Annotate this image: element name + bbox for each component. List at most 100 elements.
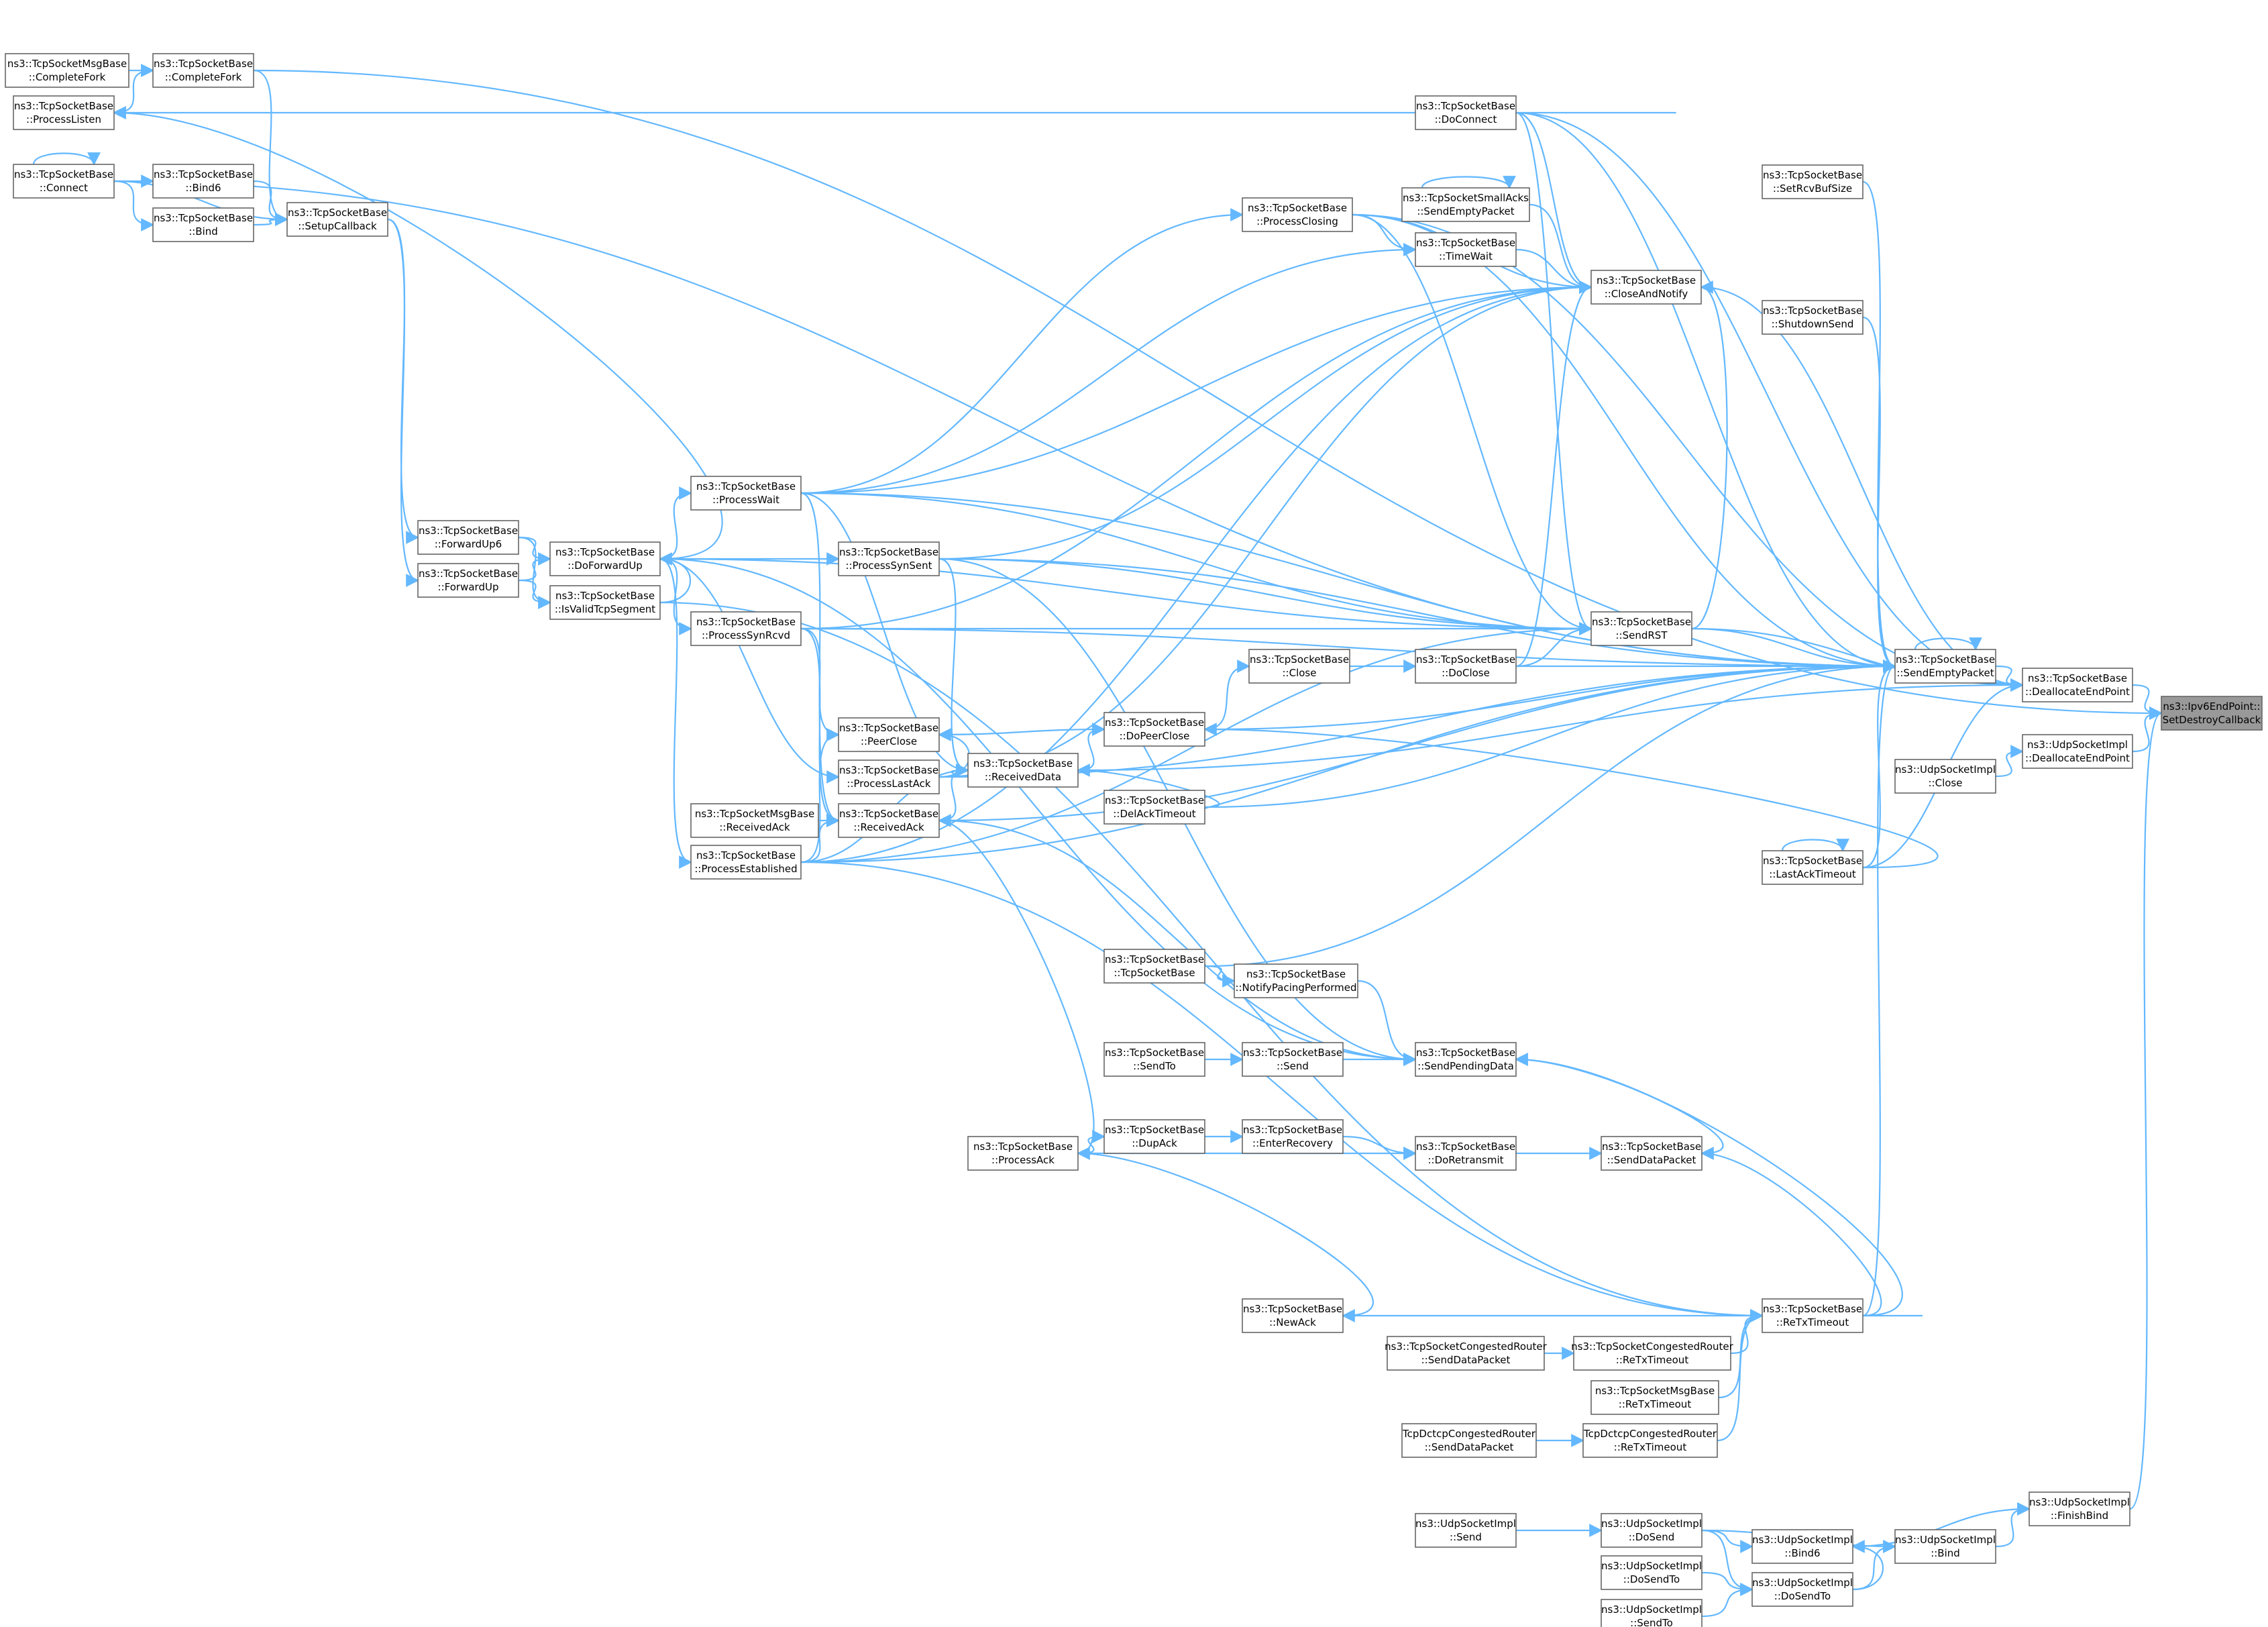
node-tcpctor[interactable]: ns3::TcpSocketBase::TcpSocketBase <box>1103 949 1205 984</box>
node-bind6[interactable]: ns3::TcpSocketBase::Bind6 <box>152 164 254 199</box>
edge-lastacktimeout-to-dopeerclose <box>1203 723 1939 869</box>
node-processclosing[interactable]: ns3::TcpSocketBase::ProcessClosing <box>1242 197 1353 232</box>
node-label-line1: ns3::TcpSocketBase <box>1896 653 1995 666</box>
node-setrcvbuf[interactable]: ns3::TcpSocketBase::SetRcvBufSize <box>1762 164 1864 199</box>
node-label-line2: ::DoRetransmit <box>1427 1154 1503 1166</box>
node-connect[interactable]: ns3::TcpSocketBase::Connect <box>13 164 115 199</box>
node-label-line2: ::SetupCallback <box>298 220 377 232</box>
node-udp_bind[interactable]: ns3::UdpSocketImpl::Bind <box>1894 1529 1996 1564</box>
node-closeandnotify[interactable]: ns3::TcpSocketBase::CloseAndNotify <box>1590 270 1702 305</box>
node-enterrecovery[interactable]: ns3::TcpSocketBase::EnterRecovery <box>1242 1119 1344 1154</box>
node-label-line2: ::ProcessAck <box>991 1154 1055 1166</box>
node-udp_finishbind[interactable]: ns3::UdpSocketImpl::FinishBind <box>2029 1491 2130 1526</box>
node-dealloc_udp[interactable]: ns3::UdpSocketImpl::DeallocateEndPoint <box>2022 734 2133 769</box>
node-udp_dosend[interactable]: ns3::UdpSocketImpl::DoSend <box>1601 1513 1703 1548</box>
node-label-line1: ns3::TcpSocketBase <box>1416 1141 1515 1153</box>
node-receiveddata[interactable]: ns3::TcpSocketBase::ReceivedData <box>967 753 1079 788</box>
node-retxtimeout[interactable]: ns3::TcpSocketBase::ReTxTimeout <box>1762 1298 1864 1333</box>
node-label-line1: ns3::TcpSocketBase <box>154 212 253 224</box>
node-sendpending[interactable]: ns3::TcpSocketBase::SendPendingData <box>1415 1042 1517 1077</box>
node-msg_retx[interactable]: ns3::TcpSocketMsgBase::ReTxTimeout <box>1590 1380 1719 1415</box>
node-label-line2: ::DoSendTo <box>1774 1590 1831 1602</box>
node-label-line1: ns3::TcpSocketBase <box>1243 1047 1342 1059</box>
node-udp_send[interactable]: ns3::UdpSocketImpl::Send <box>1415 1513 1517 1548</box>
edge-processestablished-to-sendempty <box>800 660 1896 863</box>
edge-cong_retx-to-retxtimeout <box>1730 1309 1764 1355</box>
node-udp_close[interactable]: ns3::UdpSocketImpl::Close <box>1894 759 1996 794</box>
node-doclose[interactable]: ns3::TcpSocketBase::DoClose <box>1415 649 1517 684</box>
node-newack[interactable]: ns3::TcpSocketBase::NewAck <box>1242 1298 1344 1333</box>
node-box <box>549 585 661 620</box>
node-dealloc_tcp[interactable]: ns3::TcpSocketBase::DeallocateEndPoint <box>2022 668 2133 702</box>
node-box <box>1762 1298 1864 1333</box>
edge-doforwardup-to-processlastack <box>659 558 840 784</box>
node-send[interactable]: ns3::TcpSocketBase::Send <box>1242 1042 1344 1077</box>
node-setdestroy[interactable]: ns3::Ipv6EndPoint::SetDestroyCallback <box>2161 696 2263 731</box>
node-label-line2: ::Close <box>1929 777 1963 789</box>
node-close[interactable]: ns3::TcpSocketBase::Close <box>1248 649 1350 684</box>
node-dopeerclose[interactable]: ns3::TcpSocketBase::DoPeerClose <box>1103 712 1205 747</box>
node-box <box>1582 1423 1718 1458</box>
node-receivedack[interactable]: ns3::TcpSocketBase::ReceivedAck <box>838 803 940 838</box>
node-bind[interactable]: ns3::TcpSocketBase::Bind <box>152 207 254 242</box>
node-udp_dosendto2[interactable]: ns3::UdpSocketImpl::DoSendTo <box>1601 1555 1703 1590</box>
node-box <box>838 803 940 838</box>
node-doconnect[interactable]: ns3::TcpSocketBase::DoConnect <box>1415 95 1517 130</box>
node-processsynrcvd[interactable]: ns3::TcpSocketBase::ProcessSynRcvd <box>690 611 802 646</box>
node-senddatapacket[interactable]: ns3::TcpSocketBase::SendDataPacket <box>1601 1136 1703 1171</box>
edge-doforwardup-to-processwait <box>659 486 692 560</box>
node-box <box>1401 187 1530 222</box>
node-smallacks[interactable]: ns3::TcpSocketSmallAcks::SendEmptyPacket <box>1401 187 1530 222</box>
node-sendempty[interactable]: ns3::TcpSocketBase::SendEmptyPacket <box>1894 649 1996 684</box>
edge-doconnect-to-sendrst <box>1515 111 1592 635</box>
node-doforwardup[interactable]: ns3::TcpSocketBase::DoForwardUp <box>549 541 661 576</box>
node-dctcp_senddata[interactable]: TcpDctcpCongestedRouter::SendDataPacket <box>1401 1423 1537 1458</box>
node-notifypacing[interactable]: ns3::TcpSocketBase::NotifyPacingPerforme… <box>1234 963 1358 998</box>
node-box <box>1387 1336 1545 1371</box>
node-dupack[interactable]: ns3::TcpSocketBase::DupAck <box>1103 1119 1205 1154</box>
node-peerclose[interactable]: ns3::TcpSocketBase::PeerClose <box>838 717 940 752</box>
node-msg_completefork[interactable]: ns3::TcpSocketMsgBase::CompleteFork <box>5 53 129 88</box>
node-setupcallback[interactable]: ns3::TcpSocketBase::SetupCallback <box>286 202 388 237</box>
node-box <box>1234 963 1358 998</box>
node-label-line1: ns3::UdpSocketImpl <box>1601 1604 1702 1616</box>
edge-smallacks-to-smallacks <box>1421 176 1516 189</box>
node-processestablished[interactable]: ns3::TcpSocketBase::ProcessEstablished <box>690 845 802 880</box>
node-label-line1: ns3::TcpSocketBase <box>1763 305 1862 317</box>
node-delacktimeout[interactable]: ns3::TcpSocketBase::DelAckTimeout <box>1103 790 1205 825</box>
node-label-line2: ::DoForwardUp <box>568 560 643 572</box>
node-completefork[interactable]: ns3::TcpSocketBase::CompleteFork <box>152 53 254 88</box>
node-udp_bind6[interactable]: ns3::UdpSocketImpl::Bind6 <box>1751 1529 1853 1564</box>
node-sendto[interactable]: ns3::TcpSocketBase::SendTo <box>1103 1042 1205 1077</box>
node-dctcp_retx[interactable]: TcpDctcpCongestedRouter::ReTxTimeout <box>1582 1423 1718 1458</box>
edge-smallacks-to-closeandnotify <box>1529 203 1592 294</box>
edge-processsynsent-to-sendempty <box>938 558 1896 673</box>
node-processlastack[interactable]: ns3::TcpSocketBase::ProcessLastAck <box>838 759 940 794</box>
node-processsynsent[interactable]: ns3::TcpSocketBase::ProcessSynSent <box>838 541 940 576</box>
node-label-line2: ::DeallocateEndPoint <box>2025 752 2130 764</box>
node-label-line2: ::ReTxTimeout <box>1776 1316 1849 1328</box>
edge-retxtimeout-to-senddatapacket <box>1700 1147 1882 1317</box>
node-label-line1: TcpDctcpCongestedRouter <box>1402 1428 1536 1440</box>
node-msg_receivedack[interactable]: ns3::TcpSocketMsgBase::ReceivedAck <box>690 803 819 838</box>
node-cong_senddata[interactable]: ns3::TcpSocketCongestedRouter::SendDataP… <box>1385 1336 1548 1371</box>
node-label-line2: ::DeallocateEndPoint <box>2025 686 2130 698</box>
node-shutdownsend[interactable]: ns3::TcpSocketBase::ShutdownSend <box>1762 300 1864 335</box>
node-cong_retx[interactable]: ns3::TcpSocketCongestedRouter::ReTxTimeo… <box>1571 1336 1734 1371</box>
node-box <box>2022 668 2133 702</box>
node-isvalidtcp[interactable]: ns3::TcpSocketBase::IsValidTcpSegment <box>549 585 661 620</box>
node-timewait[interactable]: ns3::TcpSocketBase::TimeWait <box>1415 232 1517 267</box>
node-udp_sendto[interactable]: ns3::UdpSocketImpl::SendTo <box>1601 1599 1703 1627</box>
node-processlisten[interactable]: ns3::TcpSocketBase::ProcessListen <box>13 95 115 130</box>
edge-processsynsent-to-receiveddata <box>938 558 969 777</box>
node-processwait[interactable]: ns3::TcpSocketBase::ProcessWait <box>690 476 802 511</box>
edge-connect-to-bind <box>113 180 154 231</box>
node-doretransmit[interactable]: ns3::TcpSocketBase::DoRetransmit <box>1415 1136 1517 1171</box>
node-sendrst[interactable]: ns3::TcpSocketBase::SendRST <box>1590 611 1692 646</box>
node-lastacktimeout[interactable]: ns3::TcpSocketBase::LastAckTimeout <box>1762 850 1864 885</box>
node-label-line1: ns3::TcpSocketBase <box>973 757 1073 770</box>
node-forwardup[interactable]: ns3::TcpSocketBase::ForwardUp <box>417 563 519 598</box>
node-processack[interactable]: ns3::TcpSocketBase::ProcessAck <box>967 1136 1079 1171</box>
node-udp_dosendto[interactable]: ns3::UdpSocketImpl::DoSendTo <box>1751 1572 1853 1607</box>
node-forwardup6[interactable]: ns3::TcpSocketBase::ForwardUp6 <box>417 520 519 555</box>
